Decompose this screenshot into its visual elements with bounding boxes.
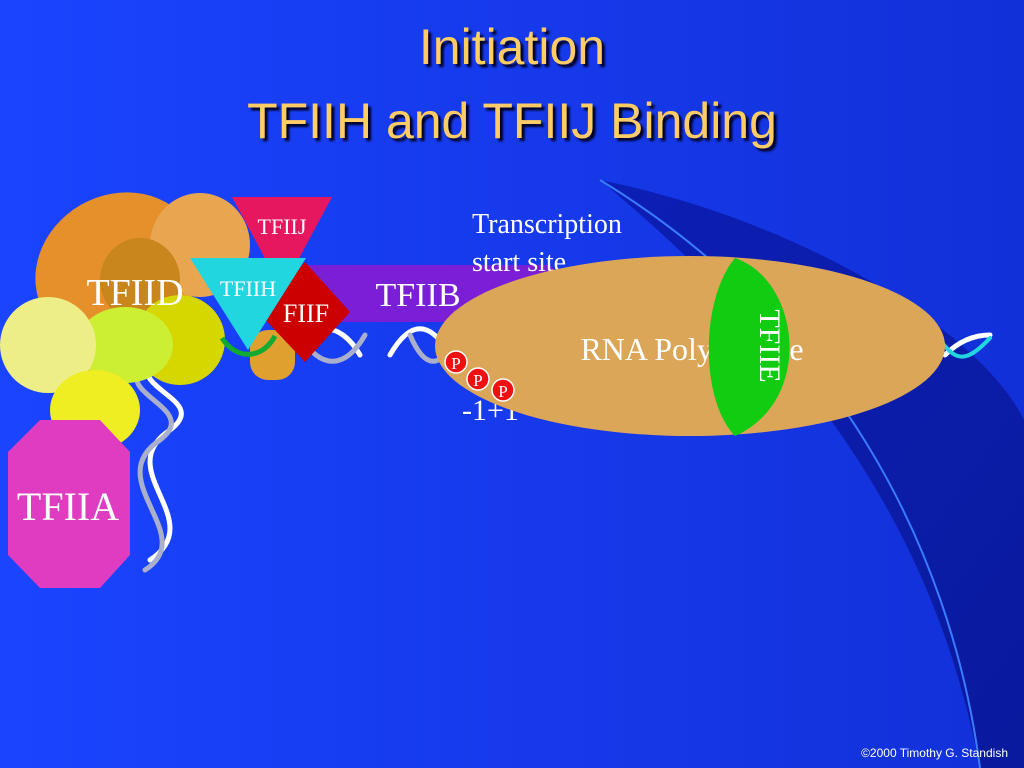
tfiih-green-arc bbox=[219, 334, 278, 357]
tfiid-cream-lobe bbox=[0, 297, 96, 393]
tfiih-triangle bbox=[190, 258, 306, 350]
copyright-footer: ©2000 Timothy G. Standish bbox=[861, 746, 1008, 760]
tfiib-label: TFIIB bbox=[376, 277, 461, 314]
tfiid-lime-lobe bbox=[77, 307, 173, 383]
slide-title-line1: Initiation bbox=[418, 19, 606, 75]
tfiid-stem bbox=[250, 330, 295, 380]
tfiif-label: FIIF bbox=[283, 299, 329, 328]
tfiie-label: TFIIE bbox=[753, 309, 786, 382]
tfiia-octagon bbox=[8, 420, 130, 588]
tfiif-diamond bbox=[258, 262, 350, 362]
transcription-label-line1: Transcription bbox=[472, 209, 622, 240]
tfiie-crescent bbox=[708, 258, 790, 436]
tfiih-label: TFIIH bbox=[220, 276, 276, 301]
tfiij-triangle bbox=[232, 197, 332, 290]
phosphate-circle-2 bbox=[466, 367, 490, 391]
background-sweep-line bbox=[599, 179, 981, 768]
phosphate-circle-1 bbox=[444, 350, 468, 374]
phosphate-label-3: P bbox=[498, 382, 507, 401]
tfiid-label: TFIID bbox=[86, 272, 183, 314]
tfiij-label: TFIIJ bbox=[258, 214, 307, 239]
rna-polymerase-body bbox=[435, 256, 945, 436]
phosphate-label-1: P bbox=[451, 354, 460, 373]
phosphate-circle-3 bbox=[491, 378, 515, 402]
phosphate-group: P P P bbox=[444, 350, 515, 402]
phosphate-label-2: P bbox=[473, 371, 482, 390]
tfiia-label: TFIIA bbox=[17, 484, 119, 529]
slide-title-line2: TFIIH and TFIIJ Binding bbox=[247, 93, 777, 149]
